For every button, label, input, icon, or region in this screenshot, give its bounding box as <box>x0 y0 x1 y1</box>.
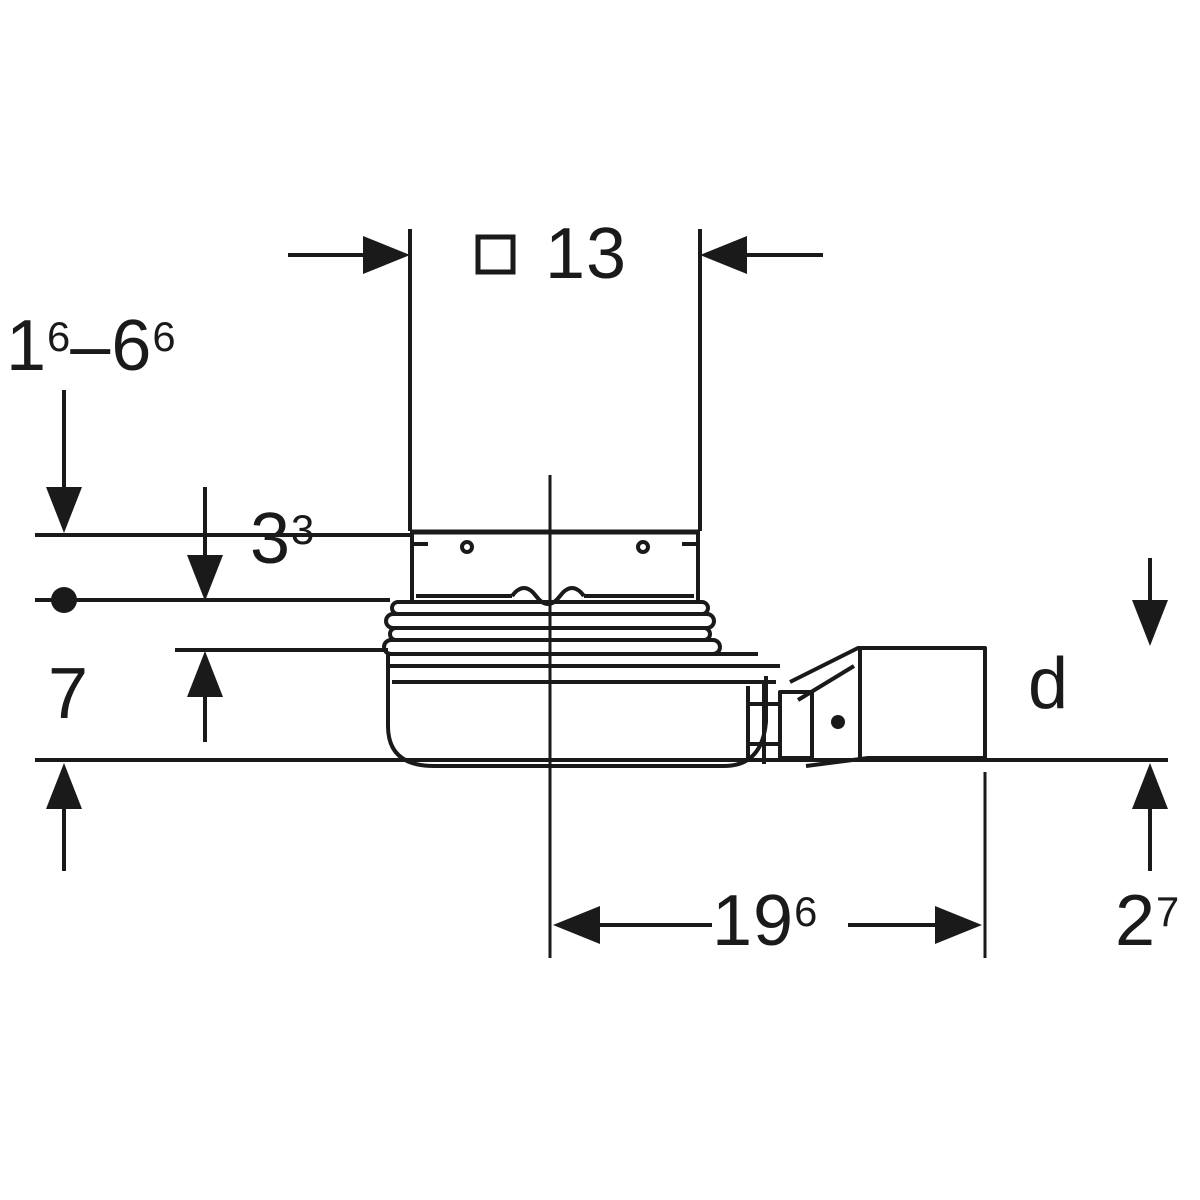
arrow-up-icon <box>187 651 223 697</box>
gasket-stack <box>382 600 722 656</box>
dim-label-pipe-diameter: d <box>1028 648 1069 720</box>
dim-superscript: 7 <box>1156 888 1180 936</box>
arrow-left-icon <box>553 906 600 944</box>
arrow-right-icon <box>363 236 410 274</box>
arrow-up-icon <box>46 763 82 809</box>
grate-frame <box>410 529 700 606</box>
dim-value: 3 <box>250 499 292 579</box>
dim-value: 13 <box>545 214 628 294</box>
dim-value: d <box>1028 644 1070 724</box>
dim-value: 2 <box>1115 881 1157 961</box>
dim-value: 1 <box>6 306 48 386</box>
dim-label-trap-height: 7 <box>48 658 89 730</box>
square-symbol-icon <box>475 234 516 275</box>
trap-body <box>386 652 780 768</box>
arrow-left-icon <box>700 236 747 274</box>
arrow-right-icon <box>935 906 982 944</box>
dim-superscript: 6 <box>152 313 176 361</box>
clamp-mechanism <box>746 680 845 764</box>
dim-value: 7 <box>48 654 90 734</box>
dim-superscript: 6 <box>794 888 818 936</box>
outlet-pipe <box>789 646 987 768</box>
dim-value: 6 <box>111 306 153 386</box>
dim-label-outlet-length: 196 <box>712 885 817 957</box>
dim-superscript: 3 <box>291 506 315 554</box>
dim-label-outlet-height: 27 <box>1115 885 1179 957</box>
drain-body-drawing <box>382 529 987 768</box>
dim-separator: – <box>70 306 112 386</box>
dim-label-square-width: 13 <box>545 218 627 290</box>
dim-label-depth-range: 16–66 <box>6 310 176 382</box>
arrow-down-icon <box>187 555 223 601</box>
arrow-down-icon <box>46 487 82 533</box>
dimension-arrowheads <box>46 236 1168 944</box>
reference-dot <box>51 587 77 613</box>
dim-value: 19 <box>712 881 795 961</box>
dimension-lines <box>35 229 1168 958</box>
arrow-up-icon <box>1132 763 1168 809</box>
dim-label-height-small: 33 <box>250 503 314 575</box>
arrow-down-icon <box>1132 600 1168 646</box>
dim-superscript: 6 <box>47 313 71 361</box>
screw-dot <box>831 715 845 729</box>
